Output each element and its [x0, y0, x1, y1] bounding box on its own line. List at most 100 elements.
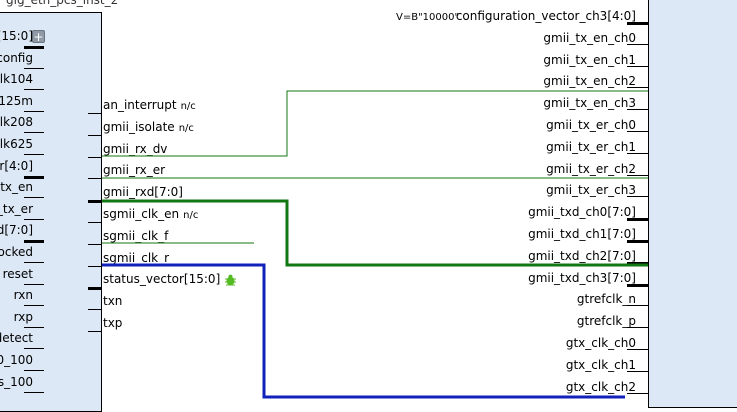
left-pin-label: tx_en: [0, 180, 33, 195]
left-pin-tick[interactable]: [24, 110, 44, 112]
right-pin-tick[interactable]: [627, 305, 648, 307]
right-pin-tick[interactable]: [627, 392, 648, 394]
output-pin-row[interactable]: status_vector[15:0]: [103, 272, 237, 286]
instance-block-right[interactable]: [648, 0, 737, 408]
output-pin-tick[interactable]: [88, 265, 102, 267]
right-pin-tick[interactable]: [627, 261, 648, 265]
output-pin-label: gmii_rx_dv: [103, 141, 168, 156]
right-pin-label: gmii_tx_en_ch1: [543, 52, 636, 67]
output-pin-row[interactable]: txp: [103, 316, 122, 330]
no-connect-label: n/c: [183, 210, 199, 221]
right-pin-tick[interactable]: [627, 327, 648, 329]
left-pin-label: clk104: [0, 72, 33, 87]
output-pin-tick[interactable]: [88, 178, 102, 180]
left-pin-tick[interactable]: [24, 218, 44, 220]
left-pin-label: ocked: [0, 245, 33, 259]
output-pin-tick[interactable]: [88, 200, 102, 204]
output-pin-label: gmii_isolate: [103, 119, 175, 134]
output-pin-row[interactable]: gmii_rx_er: [103, 163, 165, 177]
output-pin-tick[interactable]: [88, 134, 102, 136]
output-pin-row[interactable]: gmii_rxd[7:0]: [103, 185, 183, 199]
right-pin-tick[interactable]: [627, 22, 648, 25]
output-pin-row[interactable]: gmii_rx_dv: [103, 142, 167, 156]
left-pin-label: s_100: [0, 374, 33, 389]
net-rx-dv: [102, 90, 648, 157]
right-pin-tick[interactable]: [627, 240, 648, 243]
left-pin-tick[interactable]: [24, 283, 44, 285]
left-pin-label: clk208: [0, 115, 33, 130]
output-pin-row[interactable]: sgmii_clk_r: [103, 251, 169, 265]
left-pin-tick[interactable]: [24, 197, 44, 199]
right-pin-label: gmii_tx_en_ch0: [543, 30, 636, 45]
right-pin-tick[interactable]: [627, 349, 648, 350]
left-pin-label: rxn: [13, 288, 33, 303]
instance-block-gig-eth-pcs[interactable]: +: [0, 12, 102, 412]
right-pin-tick[interactable]: [627, 370, 648, 372]
output-pin-tick[interactable]: [88, 156, 102, 158]
left-pin-tick[interactable]: [24, 370, 44, 371]
right-pin-tick[interactable]: [627, 218, 648, 222]
right-pin-tick[interactable]: [627, 174, 648, 176]
output-pin-label: status_vector[15:0]: [103, 272, 221, 287]
right-pin-label: configuration_vector_ch3[4:0]: [455, 9, 636, 23]
net-rxd-bus: [102, 199, 648, 267]
right-pin-tick[interactable]: [627, 196, 648, 198]
right-pin-label: gmii_tx_en_ch2: [543, 74, 636, 89]
output-pin-tick[interactable]: [88, 287, 102, 291]
left-pin-label: clk625: [0, 137, 33, 151]
output-pin-tick[interactable]: [88, 331, 102, 332]
left-pin-label: r[4:0]: [0, 158, 33, 173]
left-pin-tick[interactable]: [24, 240, 44, 244]
left-pin-tick[interactable]: [24, 89, 44, 91]
right-pin-tick[interactable]: [627, 109, 648, 111]
right-pin-label: gmii_tx_er_ch1: [546, 139, 636, 154]
right-pin-label: gtrefclk_p: [576, 314, 636, 329]
vector-constant-value: V=B"10000": [396, 12, 460, 23]
left-pin-tick[interactable]: [24, 305, 44, 307]
output-pin-label: txn: [103, 294, 123, 309]
output-pin-label: gmii_rx_er: [103, 163, 166, 178]
left-pin-label: 0_100: [0, 353, 33, 367]
left-pin-label: detect: [0, 331, 33, 346]
left-pin-tick[interactable]: [24, 391, 44, 393]
right-pin-tick[interactable]: [627, 43, 648, 45]
right-pin-label: gmii_tx_er_ch2: [546, 161, 636, 176]
output-pin-label: sgmii_clk_f: [103, 228, 169, 243]
left-pin-tick[interactable]: [24, 262, 44, 263]
output-pin-row[interactable]: txn: [103, 294, 122, 308]
output-pin-tick[interactable]: [88, 309, 102, 311]
right-pin-tick[interactable]: [627, 152, 648, 154]
left-pin-label: _tx_er: [0, 201, 33, 216]
output-pin-label: gmii_rxd[7:0]: [103, 185, 183, 200]
right-pin-label: gtx_clk_ch1: [565, 357, 636, 372]
right-pin-label: gmii_tx_en_ch3: [543, 96, 636, 111]
output-pin-tick[interactable]: [88, 113, 102, 114]
right-pin-tick[interactable]: [627, 283, 648, 287]
left-pin-label: config: [0, 50, 33, 65]
right-pin-label: gmii_tx_er_ch0: [546, 118, 636, 132]
output-pin-tick[interactable]: [88, 222, 102, 223]
no-connect-label: n/c: [178, 122, 194, 134]
net-sgmii-clk-r: [102, 263, 625, 399]
bug-icon[interactable]: [224, 274, 237, 286]
plus-icon[interactable]: +: [32, 30, 45, 44]
left-pin-tick[interactable]: [24, 175, 44, 179]
right-pin-tick[interactable]: [627, 87, 648, 89]
output-pin-label: an_interrupt: [103, 98, 177, 112]
left-pin-tick[interactable]: [24, 67, 44, 69]
output-pin-label: sgmii_clk_r: [103, 250, 170, 265]
right-pin-tick[interactable]: [627, 131, 648, 132]
output-pin-tick[interactable]: [88, 243, 102, 245]
left-pin-tick[interactable]: [24, 348, 44, 350]
right-pin-tick[interactable]: [627, 65, 648, 67]
left-pin-tick[interactable]: [24, 154, 44, 155]
left-pin-tick[interactable]: [24, 326, 44, 328]
left-pin-tick[interactable]: [24, 46, 44, 49]
left-pin-tick[interactable]: [24, 132, 44, 134]
output-pin-label: sgmii_clk_en: [103, 207, 180, 221]
output-pin-row[interactable]: sgmii_clk_f: [103, 229, 168, 243]
